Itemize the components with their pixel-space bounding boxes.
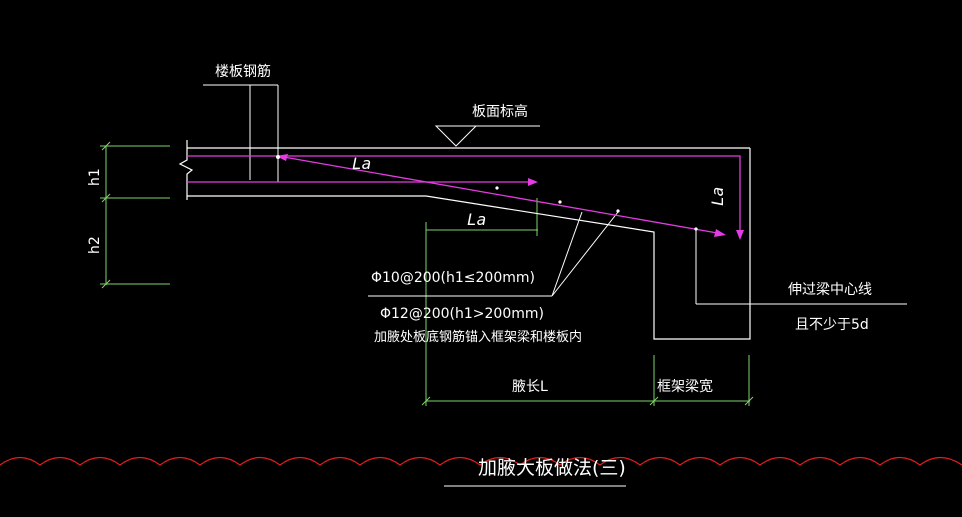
rebar-dots [276,155,698,231]
label-slab-elevation: 板面标高 [472,103,528,120]
label-frame-beam-width: 框架梁宽 [657,378,713,395]
label-slab-rebar: 楼板钢筋 [215,63,271,80]
label-beyond-centerline: 伸过梁中心线 [788,282,872,298]
label-la-bottom: La [467,210,486,229]
label-min-5d: 且不少于5d [795,317,869,333]
label-la-top: La [352,154,371,173]
label-rebar-spec-2: Φ12@200(h1>200mm) [380,306,544,322]
revision-cloud [0,456,962,466]
label-haunch-length: 腋长L [512,379,548,395]
leader-lines [203,84,907,305]
rebar [187,155,741,238]
label-la-vertical: La [708,187,727,206]
label-rebar-spec-1: Φ10@200(h1≤200mm) [371,270,535,286]
label-anchor-note: 加腋处板底钢筋锚入框架梁和楼板内 [374,329,582,345]
label-h2: h2 [87,236,103,254]
rebar-arrows [276,154,744,240]
drawing-title: 加腋大板做法(三) [478,457,626,479]
slab-outline [178,140,751,340]
label-h1: h1 [87,168,103,186]
dimension-lines [100,141,754,406]
